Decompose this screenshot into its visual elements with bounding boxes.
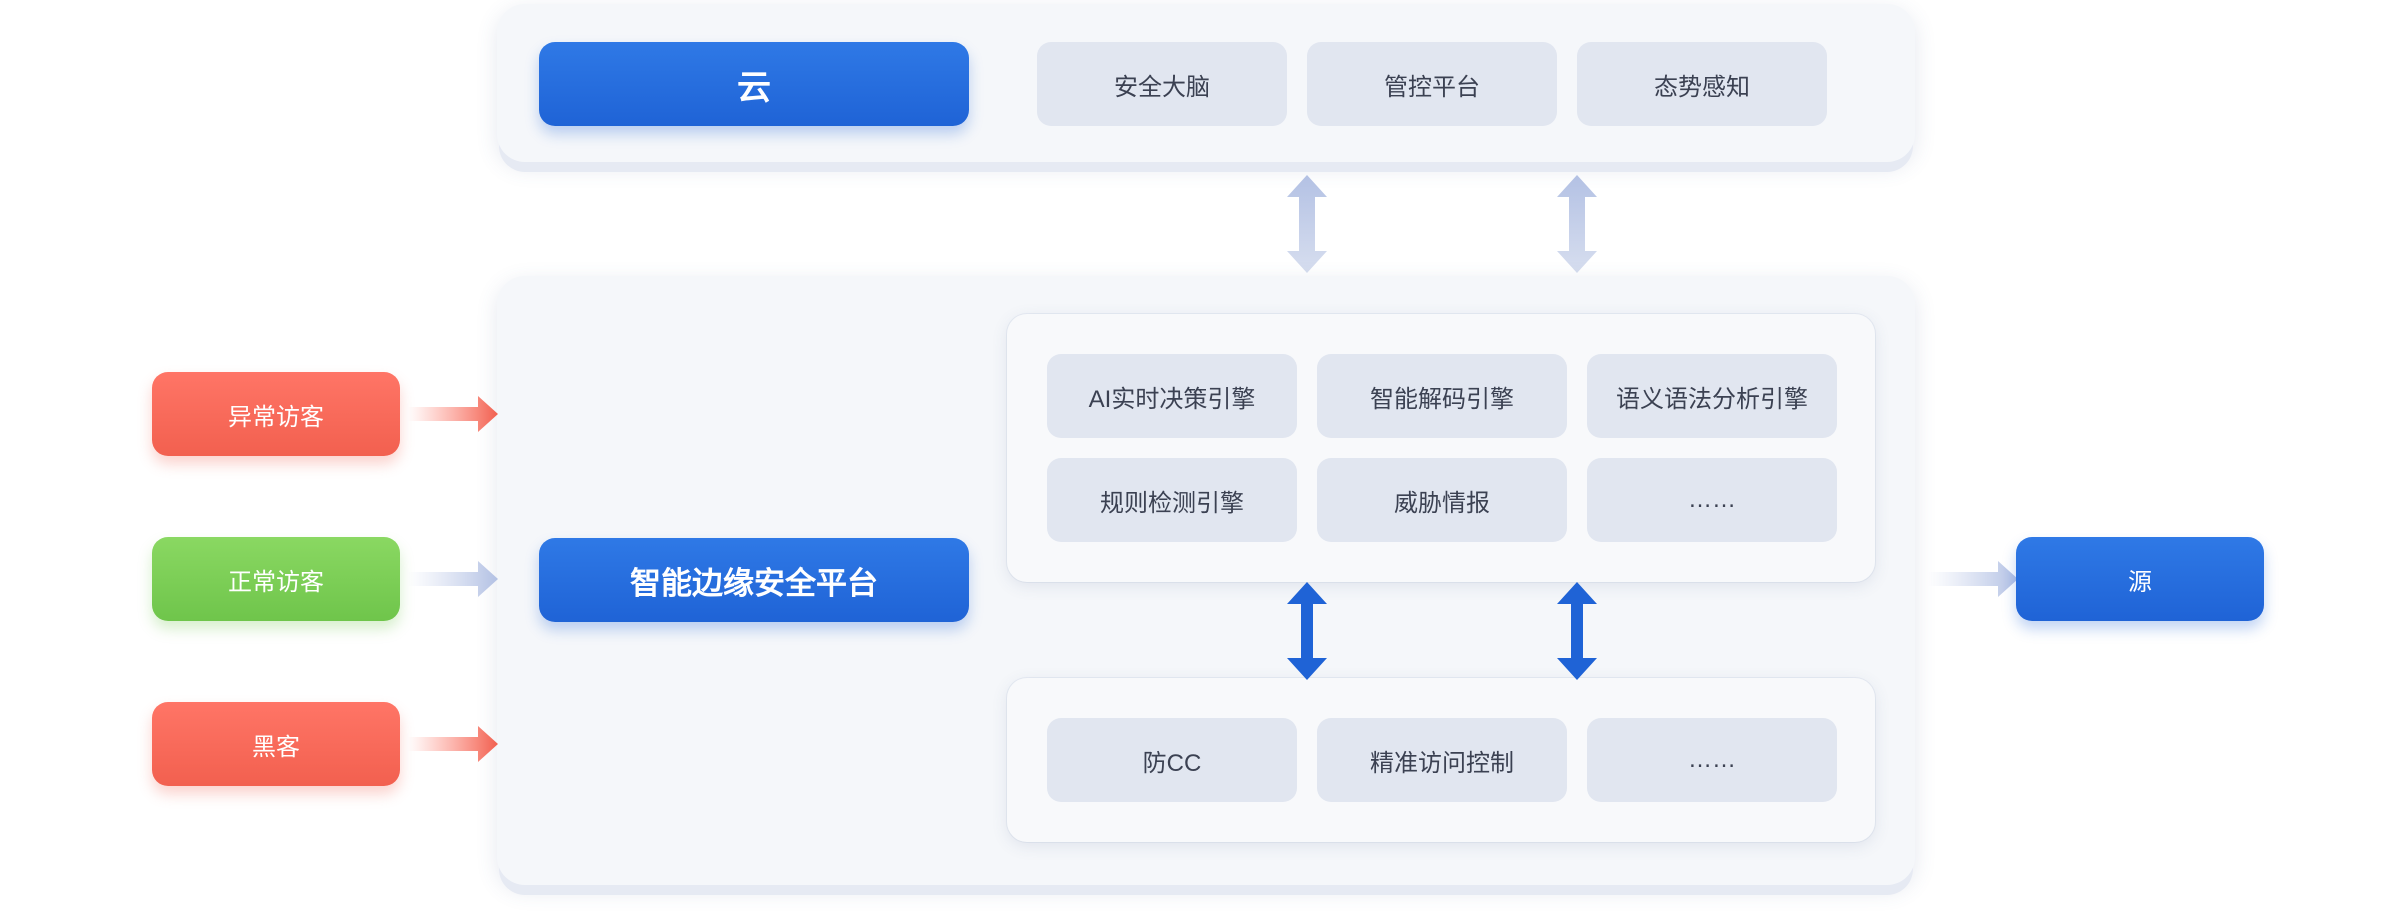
cloud-item-situation-awareness: 态势感知 [1577, 42, 1827, 126]
origin-server: 源 [2016, 537, 2264, 621]
engine-smart-decode: 智能解码引擎 [1317, 354, 1567, 438]
cloud-sync-arrow-left [1287, 175, 1327, 273]
engine-function-arrow-left [1287, 582, 1327, 680]
cloud-sync-arrow-right [1557, 175, 1597, 273]
functions-panel: 防CC 精准访问控制 …… [1007, 678, 1875, 842]
cloud-item-security-brain: 安全大脑 [1037, 42, 1287, 126]
visitor-normal: 正常访客 [152, 537, 400, 621]
function-more-ellipsis: …… [1587, 718, 1837, 802]
visitor-abnormal: 异常访客 [152, 372, 400, 456]
cloud-item-control-platform: 管控平台 [1307, 42, 1557, 126]
arrow-normal-to-platform [408, 561, 498, 597]
function-access-control: 精准访问控制 [1317, 718, 1567, 802]
cloud-title: 云 [539, 42, 969, 126]
function-anti-cc: 防CC [1047, 718, 1297, 802]
visitor-hacker: 黑客 [152, 702, 400, 786]
engine-rule-detection: 规则检测引擎 [1047, 458, 1297, 542]
arrow-platform-to-origin [1928, 561, 2018, 597]
arrow-hacker-to-platform [408, 726, 498, 762]
engine-function-arrow-right [1557, 582, 1597, 680]
engine-more-ellipsis: …… [1587, 458, 1837, 542]
arrow-abnormal-to-platform [408, 396, 498, 432]
engine-threat-intel: 威胁情报 [1317, 458, 1567, 542]
engines-panel: AI实时决策引擎 智能解码引擎 语义语法分析引擎 规则检测引擎 威胁情报 …… [1007, 314, 1875, 582]
platform-panel: 智能边缘安全平台 AI实时决策引擎 智能解码引擎 语义语法分析引擎 规则检测引擎… [497, 276, 1915, 885]
cloud-panel: 云 安全大脑 管控平台 态势感知 [497, 4, 1915, 162]
platform-title: 智能边缘安全平台 [539, 538, 969, 622]
engine-ai-realtime-decision: AI实时决策引擎 [1047, 354, 1297, 438]
engine-semantic-syntax: 语义语法分析引擎 [1587, 354, 1837, 438]
